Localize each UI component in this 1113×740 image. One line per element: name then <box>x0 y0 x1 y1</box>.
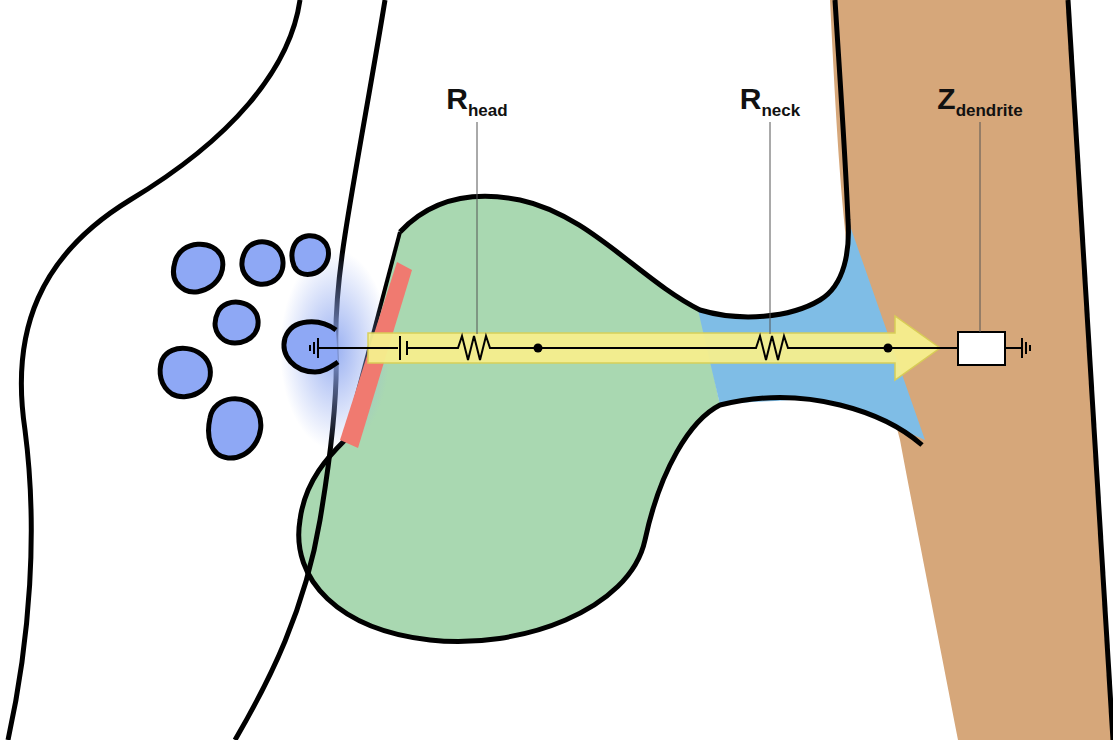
leader-line <box>477 122 980 334</box>
ground-symbol <box>310 338 1030 358</box>
spine-membrane <box>299 398 922 642</box>
symbol-subscript: head <box>468 101 508 120</box>
symbol-letter: R <box>446 82 468 115</box>
spine-membrane <box>400 0 848 317</box>
symbol-subscript: dendrite <box>956 101 1023 120</box>
fusing-vesicle <box>284 322 338 372</box>
junction-dot <box>884 344 893 353</box>
symbol-letter: R <box>740 82 762 115</box>
component-label: Rneck <box>740 84 800 114</box>
axon-membrane <box>8 0 300 740</box>
spine-neck <box>698 220 925 440</box>
component-label: Rhead <box>446 84 507 114</box>
circuit-wire <box>318 336 1022 360</box>
impedance-box <box>958 332 1005 365</box>
junction-dot <box>534 344 543 353</box>
dendrite-membrane <box>1068 0 1113 740</box>
symbol-subscript: neck <box>761 101 800 120</box>
symbol-letter: Z <box>937 82 955 115</box>
component-label: Zdendrite <box>937 84 1022 114</box>
battery-symbol <box>400 336 407 360</box>
